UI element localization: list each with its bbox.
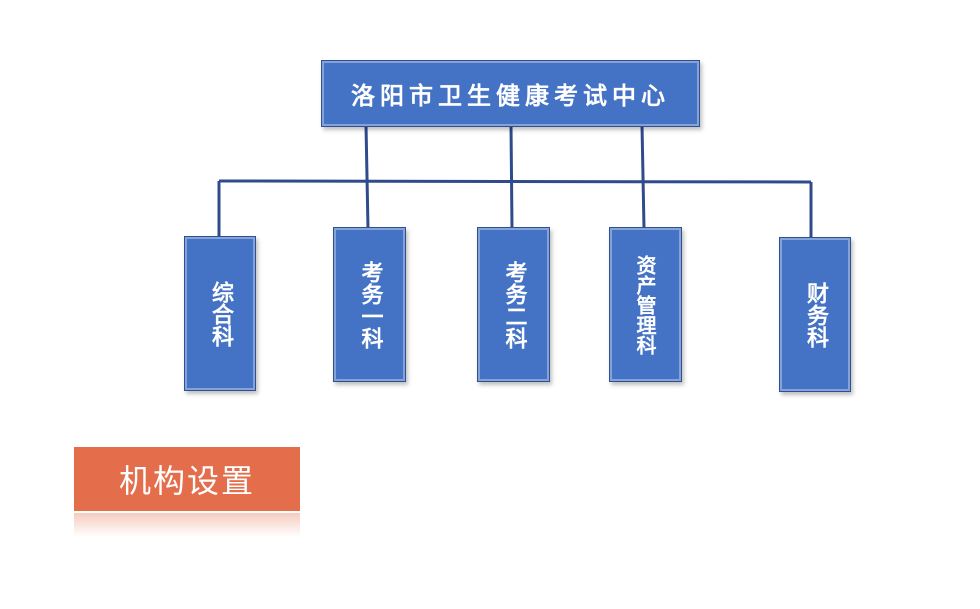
- dept-box-finance: 财务科: [779, 237, 851, 392]
- org-root-box: 洛阳市卫生健康考试中心: [321, 60, 700, 127]
- dept-box-asset-management: 资产管理科: [609, 227, 682, 382]
- dept-box-exam-affairs-2: 考务二科: [477, 227, 550, 382]
- dept-label-exam-affairs-2: 考务二科: [501, 260, 527, 349]
- dept-label-general: 综合科: [208, 280, 233, 347]
- connector-root-1: [364, 124, 370, 229]
- section-tag: 机构设置: [74, 447, 300, 511]
- dept-box-exam-affairs-1: 考务一科: [333, 227, 406, 382]
- connector-root-3: [640, 124, 646, 229]
- dept-box-general: 综合科: [184, 236, 256, 391]
- connector-root-2: [509, 124, 514, 229]
- org-root-title: 洛阳市卫生健康考试中心: [351, 82, 670, 110]
- dept-label-finance: 财务科: [803, 281, 828, 348]
- connector-horizontal-bus: [218, 179, 812, 184]
- dept-label-exam-affairs-1: 考务一科: [357, 260, 383, 349]
- section-tag-label: 机构设置: [118, 462, 255, 500]
- dept-label-asset-management: 资产管理科: [633, 254, 657, 355]
- section-tag-reflection: [74, 513, 300, 537]
